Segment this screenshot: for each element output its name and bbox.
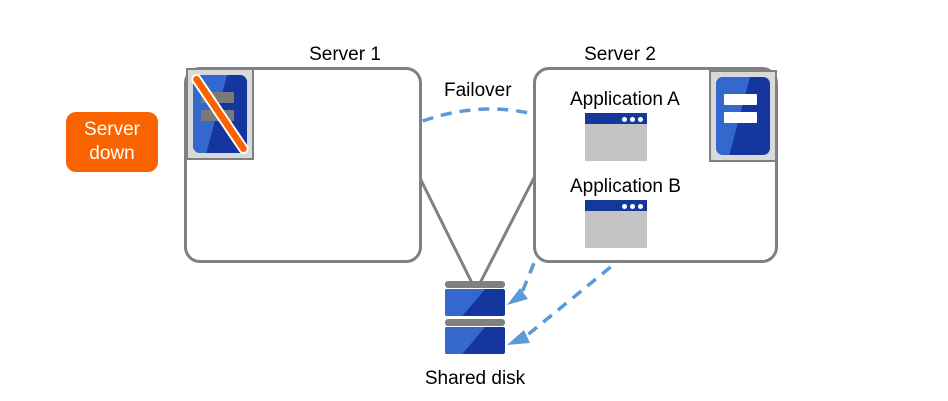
application-window-icon-a xyxy=(585,113,647,161)
disk-cap xyxy=(445,281,505,288)
application-a-label: Application A xyxy=(570,89,680,110)
server1-disk-link xyxy=(415,171,475,286)
shared-disk-label: Shared disk xyxy=(424,368,526,389)
server-icon-bar xyxy=(200,92,235,104)
server2-disk-link xyxy=(477,171,539,286)
server-down-line1: Server xyxy=(84,119,140,141)
window-dot xyxy=(638,203,643,209)
window-titlebar xyxy=(585,113,647,124)
app-a-disk-arrow-head xyxy=(507,288,528,305)
server2-title: Server 2 xyxy=(584,44,656,65)
shared-disk-icon xyxy=(445,281,505,355)
server-down-slash-icon xyxy=(191,74,249,154)
server1-box xyxy=(184,67,422,263)
failover-label: Failover xyxy=(444,80,512,101)
server-down-icon xyxy=(186,68,254,160)
server-down-badge: Server down xyxy=(66,112,158,172)
window-dot xyxy=(638,116,643,122)
server1-title: Server 1 xyxy=(309,44,381,65)
application-window-icon-b xyxy=(585,200,647,248)
disk-block xyxy=(445,289,505,316)
server-down-line2: down xyxy=(89,143,135,164)
window-dot xyxy=(622,116,627,122)
window-dot xyxy=(630,116,635,122)
server-icon-bar xyxy=(723,94,758,106)
application-b-label: Application B xyxy=(570,176,681,197)
window-titlebar xyxy=(585,200,647,211)
disk-cap xyxy=(445,319,505,326)
window-dot xyxy=(622,203,627,209)
server-icon-body xyxy=(716,77,770,155)
window-dot xyxy=(630,203,635,209)
server-ok-icon xyxy=(709,70,777,162)
app-b-disk-arrow-head xyxy=(507,330,530,345)
server-icon-bar xyxy=(723,112,758,123)
failover-arrow-path xyxy=(404,107,549,130)
disk-block xyxy=(445,327,505,354)
